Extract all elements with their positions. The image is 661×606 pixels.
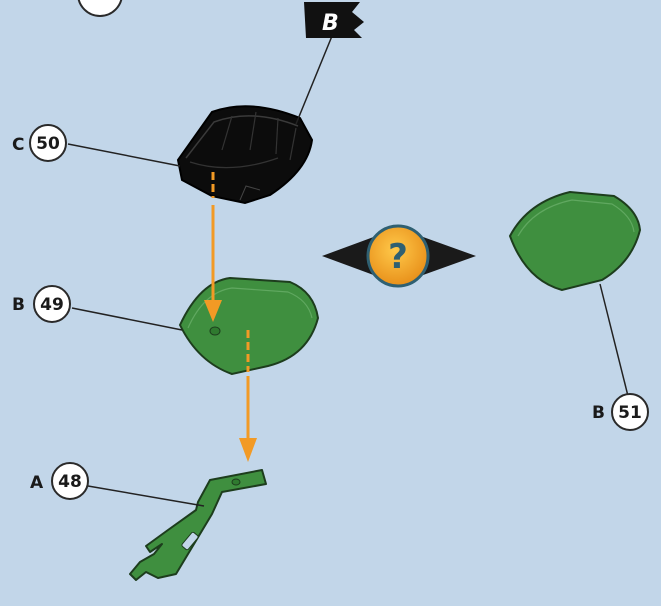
arrow-c50-to-b49	[204, 172, 222, 322]
callout-b51-number: 51	[618, 403, 642, 423]
flag-b: B	[295, 2, 364, 125]
callout-a48-letter: A	[30, 473, 44, 493]
part-a48-green-bracket	[129, 469, 267, 581]
question-indicator: ?	[322, 224, 476, 288]
down-arrow-icon	[239, 438, 257, 462]
cropped-callout-circle	[77, 0, 123, 17]
callout-b51-letter: B	[592, 403, 605, 423]
question-mark-text: ?	[388, 237, 408, 277]
down-arrow-icon	[204, 300, 222, 322]
callout-c50: C 50	[12, 124, 181, 167]
flag-letter: B	[322, 11, 339, 36]
flag-icon	[304, 2, 364, 38]
callout-a48-number: 48	[58, 472, 82, 492]
callout-a48: A 48	[30, 462, 205, 507]
arrow-b49-to-a48	[239, 330, 257, 462]
callout-b51: B 51	[592, 283, 649, 431]
callout-b49: B 49	[12, 285, 183, 331]
callout-c50-letter: C	[12, 135, 24, 155]
callout-b49-letter: B	[12, 295, 25, 315]
callout-c50-number: 50	[36, 134, 60, 154]
question-mark-icon	[366, 224, 430, 288]
part-b51-green-cap	[508, 190, 642, 292]
callout-b49-number: 49	[40, 295, 64, 315]
part-c50-black-seat	[176, 105, 314, 205]
